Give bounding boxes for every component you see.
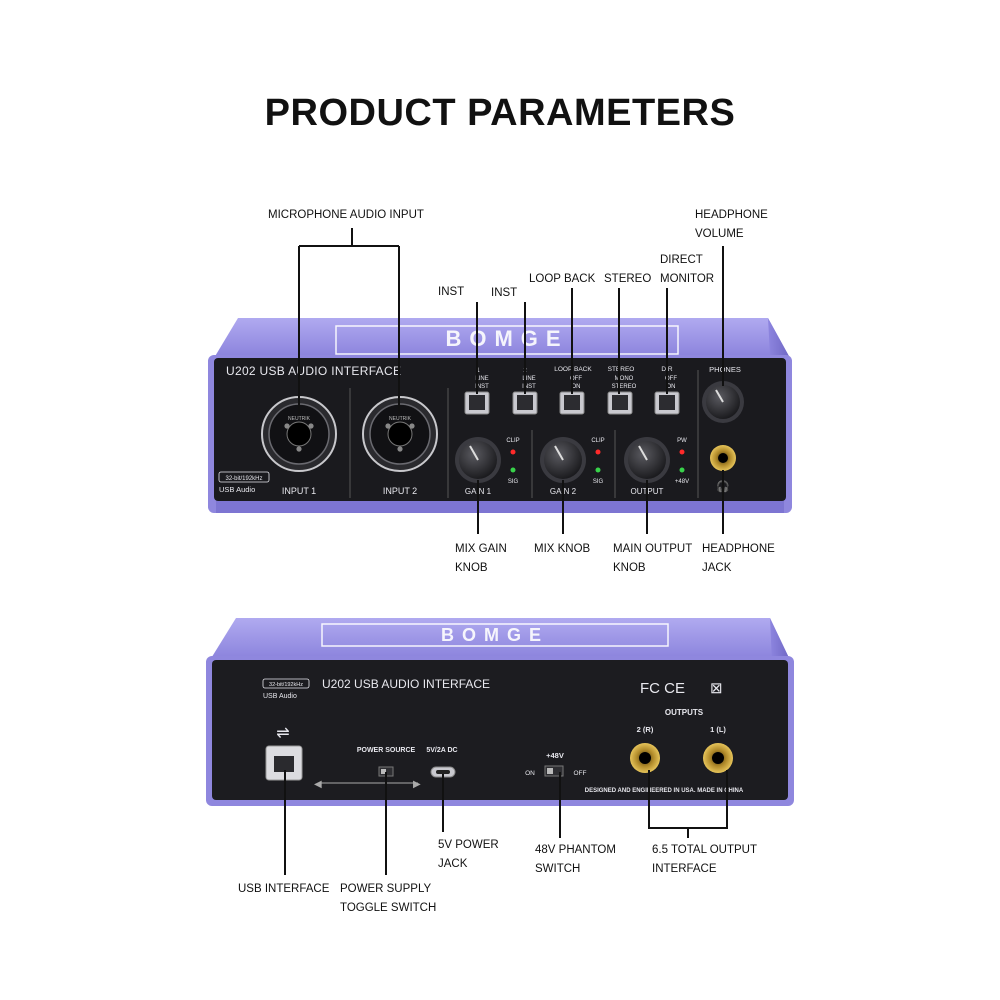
back-device: BOMGE 32-bit/192kHz USB Audio U202 USB A… [206,618,794,806]
phones-label: PHONES [709,365,741,374]
dir-off: OFF [665,376,677,382]
back-top-face [210,618,790,660]
phantom-led-label: +48V [675,479,689,485]
sig-1-led [510,467,516,473]
inst-1-switch[interactable] [464,391,490,415]
output-knob[interactable] [624,437,670,483]
front-bottom-edge [216,501,784,513]
front-badge [218,471,270,483]
front-device: BOMGE U202 USB AUDIO INTERFACE 32-bit/19… [208,318,792,513]
inst-2-switch[interactable] [512,391,538,415]
outputs-label: OUTPUTS [665,708,704,717]
front-badge-text: 32-bit/192kHz [225,476,262,482]
arrow-left-icon: ◀ [314,779,322,790]
total-output-bracket [648,770,728,838]
clip-1-label: CLIP [506,438,519,444]
back-usb-audio: USB Audio [263,693,297,700]
output-r-jack[interactable] [630,743,660,773]
input-2-brand: NEUTRIK [389,416,412,422]
arrow-right-icon: ▶ [413,779,421,790]
dc-power-jack[interactable] [430,766,456,778]
callout-loopback: LOOP BACK [529,273,596,285]
gain-1-knob[interactable] [455,437,501,483]
pw-label: PW [677,438,687,444]
front-brand-box [335,325,679,355]
stereo-stereo: STEREO [612,384,637,390]
back-badge-text: 32-bit/192kHz [269,682,303,688]
stereo-switch[interactable] [607,391,633,415]
stereo-mono: MONO [615,376,634,382]
back-brand-text: BOMGE [441,625,549,645]
made-in-text: DESIGNED AND ENGINEERED IN USA. MADE IN … [585,788,744,794]
back-brand-box [321,623,669,647]
callout-mic-input: MICROPHONE AUDIO INPUT [268,209,424,221]
headphone-jack[interactable] [710,445,736,471]
phantom-switch-label: +48V [546,751,564,760]
ch1-line: LINE [475,376,488,382]
power-source-label: POWER SOURCE [357,747,416,754]
phantom-off-label: OFF [574,770,587,777]
callout-stereo: STEREO [604,273,652,285]
direct-monitor-switch[interactable] [654,391,680,415]
output-l-jack[interactable] [703,743,733,773]
loopback-switch[interactable] [559,391,585,415]
callout-inst-1: INST [438,286,465,298]
phantom-switch[interactable] [544,765,564,777]
ch2-line: LINE [522,376,535,382]
clip-1-led [510,449,516,455]
output-l-label: 1 (L) [710,725,726,734]
callout-mix-knob: MIX KNOB [534,543,591,555]
weee-icon: ⊠ [710,680,723,697]
ch2-inst: INST [522,384,536,390]
output-r-label: 2 (R) [637,725,654,734]
sig-2-label: SIG [593,479,604,485]
front-model-title: U202 USB AUDIO INTERFACE [226,364,401,378]
leader-lines [284,228,728,875]
loopback-off: OFF [570,376,582,382]
front-brand-text: BOMGE [445,326,568,351]
usb-b-port[interactable] [265,745,303,781]
input-1-brand: NEUTRIK [288,416,311,422]
input-2-jack[interactable] [362,396,438,472]
sig-1-label: SIG [508,479,519,485]
front-top-face [214,318,790,358]
ch1-inst: INST [475,384,489,390]
dc-label: 5V/2A DC [426,747,457,754]
front-usb-audio: USB Audio [219,485,255,494]
headphone-volume-knob[interactable] [702,381,744,423]
pw-led [679,449,685,455]
ch1-number: 1 [476,368,480,374]
input-1-label: INPUT 1 [282,486,316,496]
usb-icon: ⇌ [276,725,289,742]
input-2-label: INPUT 2 [383,486,417,496]
back-badge [262,678,310,689]
dir-on: ON [667,384,676,390]
callout-usb-interface: USB INTERFACE [238,883,330,895]
gain-2-knob[interactable] [540,437,586,483]
callout-inst-2: INST [491,287,518,299]
input-1-jack[interactable] [261,396,337,472]
back-model-title: U202 USB AUDIO INTERFACE [322,677,490,691]
sig-2-led [595,467,601,473]
loopback-on: ON [572,384,581,390]
loopback-panel-label: LOOP BACK [554,366,592,373]
page-title: PRODUCT PARAMETERS [264,92,736,134]
cert-logos: FC CE [640,680,685,697]
stereo-panel-label: STEREO [608,366,635,373]
clip-2-label: CLIP [591,438,604,444]
mic-input-bracket [298,228,400,414]
phantom-on-label: ON [525,770,535,777]
phantom-led [679,467,685,473]
clip-2-led [595,449,601,455]
